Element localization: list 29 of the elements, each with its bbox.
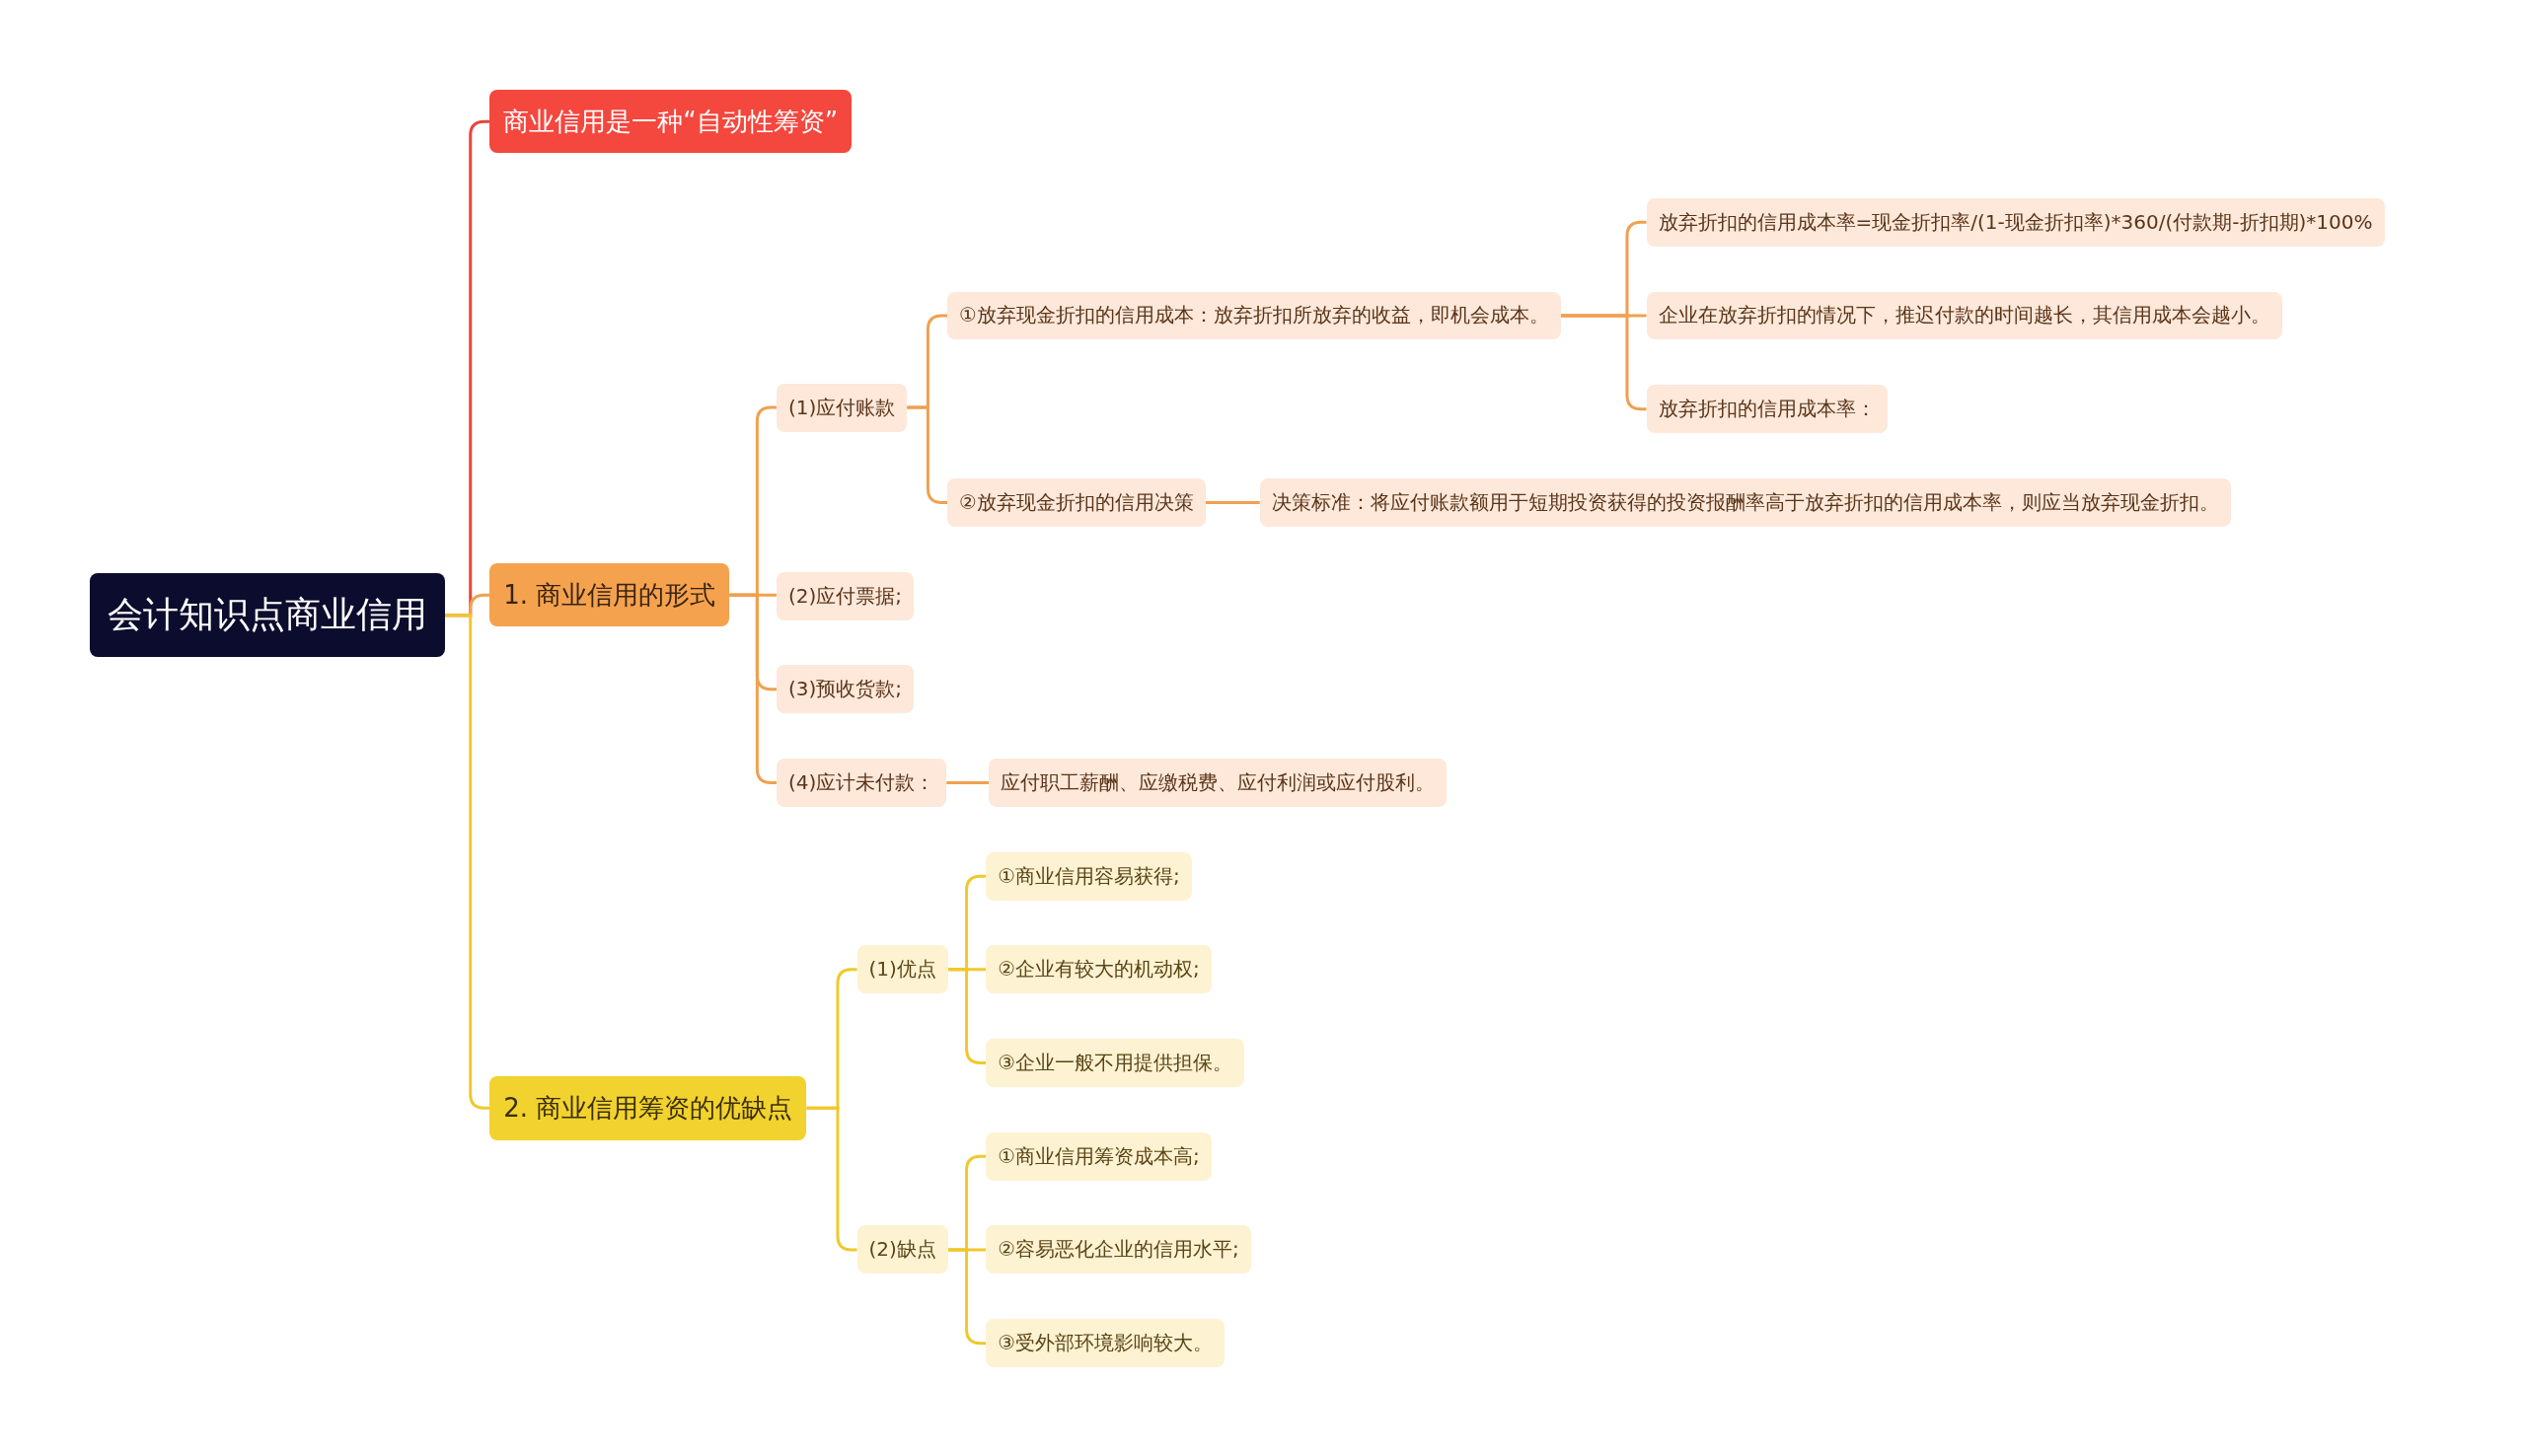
subtopic-box: ②企业有较大的机动权; [986,945,1212,994]
branch-topic: 1. 商业信用的形式 [489,563,730,627]
subtopic-box: (1)优点 [856,945,948,994]
subtopic-box: ②放弃现金折扣的信用决策 [947,477,1206,527]
subtopic-box: (4)应计未付款： [776,758,947,807]
subtopic-box: 放弃折扣的信用成本率=现金折扣率/(1-现金折扣率)*360/(付款期-折扣期)*100% [1646,197,2385,247]
subtopic-box: ③受外部环境影响较大。 [986,1319,1226,1368]
connector-line [806,1106,857,1252]
subtopic-box: ②容易恶化企业的信用水平; [986,1225,1251,1274]
root-topic: 会计知识点商业信用 [90,573,446,658]
subtopic-box: 放弃折扣的信用成本率： [1646,385,1888,434]
subtopic-box: 决策标准：将应付账款额用于短期投资获得的投资报酬率高于放弃折扣的信用成本率，则应当放弃现金折扣。 [1259,477,2231,527]
subtopic-box: ③企业一般不用提供担保。 [986,1039,1245,1087]
subtopic-box: (1)应付账款 [776,383,908,432]
connector-line [1205,500,1260,504]
connector-line [729,593,777,784]
subtopic-box: ①商业信用容易获得; [986,851,1192,901]
subtopic-box: (2)缺点 [856,1225,948,1274]
subtopic-box: (2)应付票据; [776,571,914,620]
subtopic-box: ①商业信用筹资成本高; [986,1131,1212,1181]
branch-topic: 2. 商业信用筹资的优缺点 [489,1075,807,1140]
connector-line [946,780,990,784]
subtopic-box: (3)预收货款; [776,665,914,714]
connector-line [445,614,490,1110]
subtopic-box: ①放弃现金折扣的信用成本：放弃折扣所放弃的收益，即机会成本。 [947,291,1561,340]
subtopic-box: 应付职工薪酬、应缴税费、应付利润或应付股利。 [989,758,1448,807]
connector-line [1560,314,1647,411]
subtopic-box: 企业在放弃折扣的情况下，推迟付款的时间越长，其信用成本会越小。 [1646,291,2282,340]
branch-topic: 商业信用是一种“自动性筹资” [489,90,853,154]
